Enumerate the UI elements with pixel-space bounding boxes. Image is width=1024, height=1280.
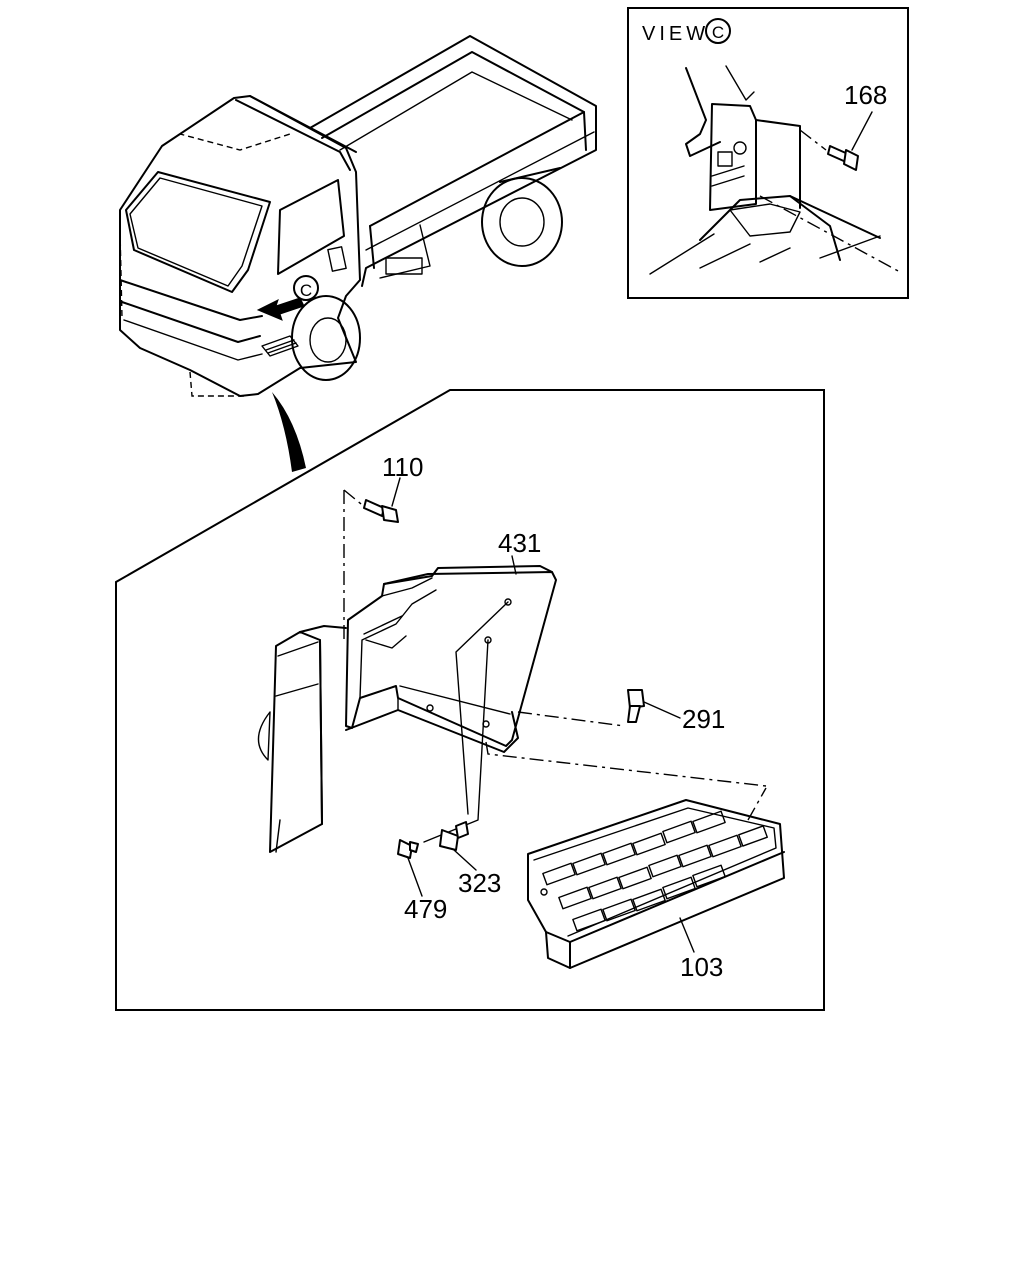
bolt-479: 479 (397, 839, 447, 924)
part-label-431: 431 (498, 528, 541, 558)
part-label-103: 103 (680, 952, 723, 982)
curved-arrow-icon (272, 392, 306, 472)
view-label: VIEW (642, 23, 709, 45)
view-c-inset: VIEW C 168 (627, 7, 909, 299)
bracket-assembly: 431 (257, 489, 767, 853)
step-103: 103 (527, 787, 785, 982)
part-label-110: 110 (382, 452, 423, 482)
step-grid (542, 810, 768, 932)
view-c-marker: C (712, 23, 724, 42)
bolt-323: 323 (439, 821, 501, 898)
part-label-291: 291 (682, 704, 725, 734)
direction-arrow-icon (256, 297, 305, 321)
truck-illustration: C (119, 35, 597, 397)
part-label-479: 479 (404, 894, 447, 924)
detail-frame (115, 389, 825, 1011)
part-label-168: 168 (844, 80, 887, 110)
part-label-323: 323 (458, 868, 501, 898)
bolt-110: 110 (363, 452, 423, 523)
callout-c-marker: C (300, 281, 312, 300)
bolt-291: 291 (627, 689, 725, 734)
view-c-marker-circle (293, 275, 319, 301)
view-c-frame (627, 7, 909, 299)
